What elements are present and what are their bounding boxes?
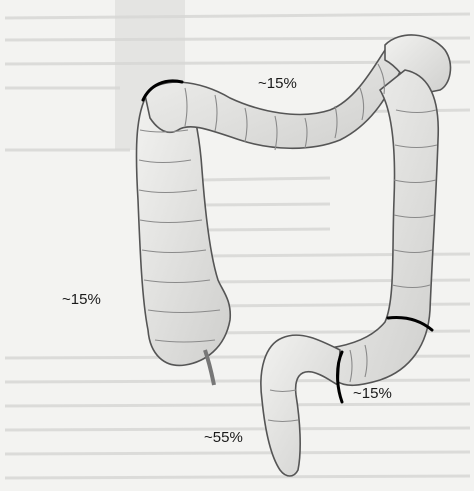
label-ascending-percent: ~15% [62, 291, 101, 308]
label-transverse-percent: ~15% [258, 75, 297, 92]
label-descending-percent: ~15% [353, 385, 392, 402]
label-rectum-sigmoid-percent: ~55% [204, 429, 243, 446]
